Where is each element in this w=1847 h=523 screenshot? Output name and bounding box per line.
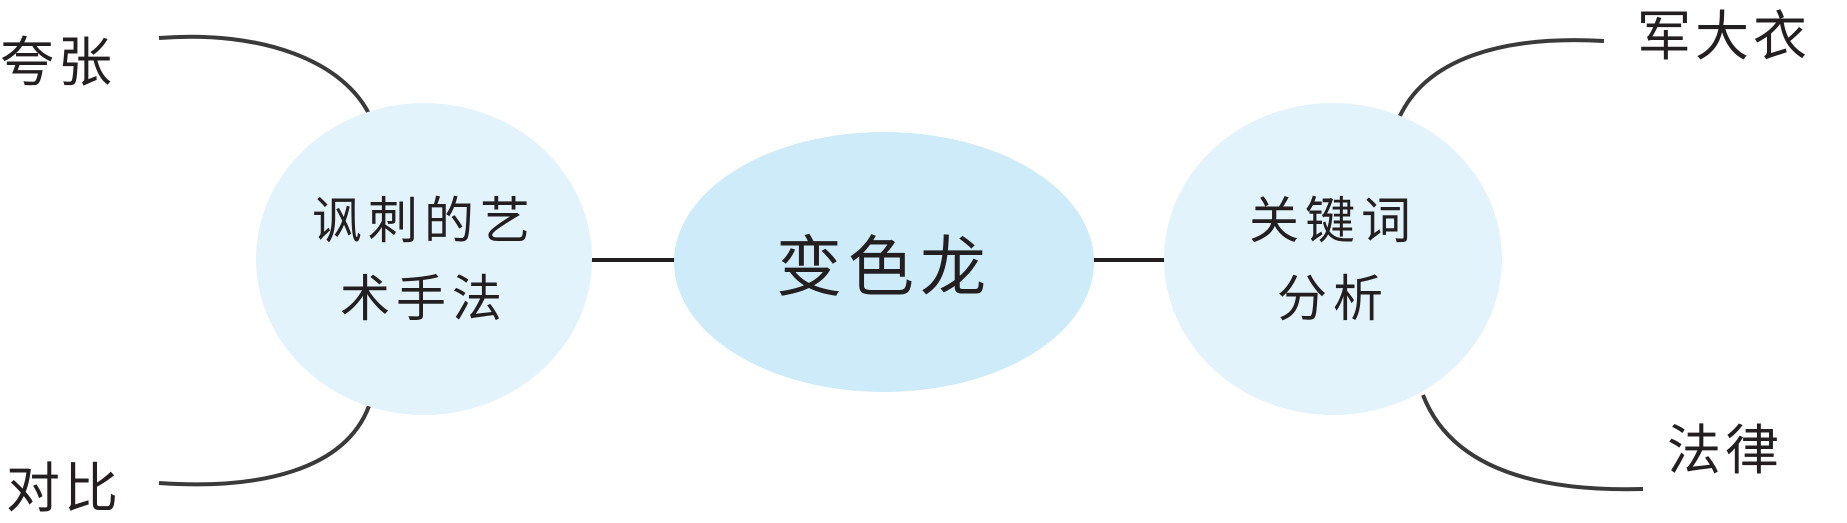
right-node-label: 关键词 分析 xyxy=(1164,104,1502,416)
branch-curve-duibi xyxy=(158,405,371,487)
left-node-line1: 讽刺的艺 xyxy=(312,192,536,250)
branch-label-duibi: 对比 xyxy=(6,457,122,520)
center-node-label: 变色龙 xyxy=(776,229,992,306)
center-node-ellipse xyxy=(674,132,1094,392)
branch-curve-kuazhang xyxy=(158,34,373,119)
right-node-line1: 关键词 xyxy=(1249,192,1417,250)
left-node-label: 讽刺的艺 术手法 xyxy=(256,104,592,416)
branch-label-kuazhang: 夸张 xyxy=(0,31,116,94)
branch-curve-falv xyxy=(1421,394,1644,492)
branch-label-jundayi: 军大衣 xyxy=(1637,5,1811,68)
branch-curve-jundayi xyxy=(1397,38,1605,119)
right-node-circle xyxy=(1164,103,1502,415)
left-node-circle xyxy=(256,103,592,415)
branch-label-falv: 法律 xyxy=(1667,419,1783,482)
left-node-line2: 术手法 xyxy=(340,270,508,328)
right-node-line2: 分析 xyxy=(1277,270,1389,328)
